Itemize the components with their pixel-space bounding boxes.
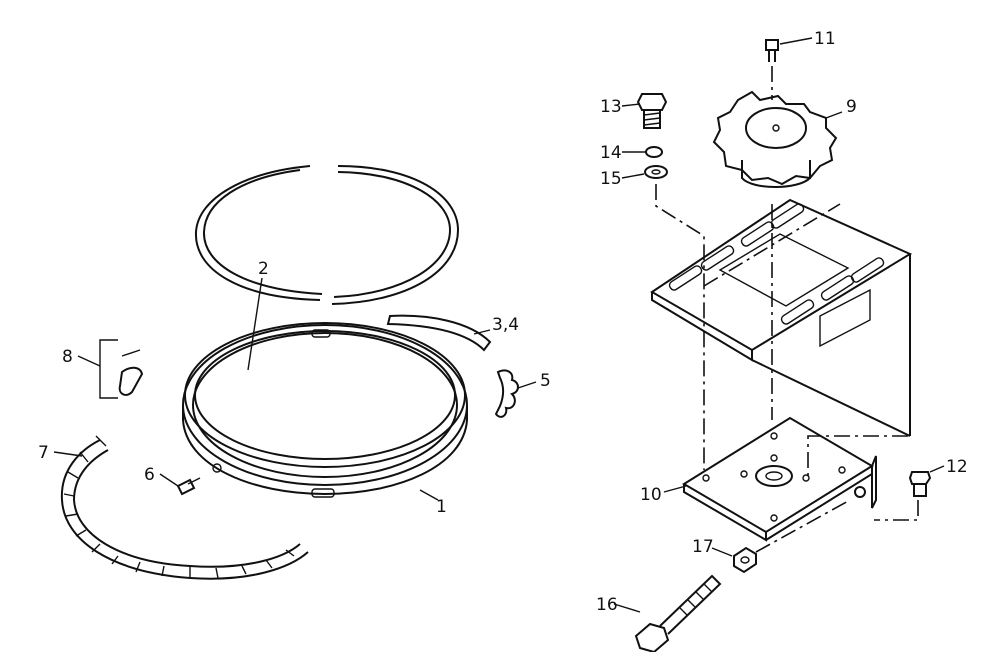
large-ring (182, 322, 468, 498)
label-part-12: 12 (946, 457, 968, 477)
washer-15 (644, 165, 668, 179)
washer-14 (645, 146, 663, 158)
label-part-10: 10 (640, 485, 662, 505)
hex-bolt (636, 93, 668, 129)
label-part-3-4: 3,4 (492, 315, 519, 335)
chain (60, 435, 309, 580)
small-screw (176, 477, 201, 496)
label-part-2: 2 (258, 259, 269, 279)
connecting-link (99, 339, 144, 399)
label-part-11: 11 (814, 29, 836, 49)
label-part-13: 13 (600, 97, 622, 117)
label-part-8: 8 (62, 347, 73, 367)
base-plate (682, 416, 877, 542)
label-part-17: 17 (692, 537, 714, 557)
sprocket (712, 90, 838, 188)
toothed-segment (494, 369, 519, 418)
long-bolt (634, 574, 722, 652)
leader-lines (53, 37, 945, 613)
small-bolt (765, 39, 779, 62)
label-part-14: 14 (600, 143, 622, 163)
label-part-9: 9 (846, 97, 857, 117)
split-ring (194, 165, 460, 305)
label-part-16: 16 (596, 595, 618, 615)
nut (733, 546, 757, 574)
assembly-lines (655, 66, 919, 553)
bolt-12 (908, 471, 932, 497)
curved-strip (386, 314, 492, 352)
label-part-15: 15 (600, 169, 622, 189)
label-part-7: 7 (38, 443, 49, 463)
label-part-6: 6 (144, 465, 155, 485)
upper-bracket (650, 198, 913, 437)
label-part-5: 5 (540, 371, 551, 391)
label-part-1: 1 (436, 497, 447, 517)
